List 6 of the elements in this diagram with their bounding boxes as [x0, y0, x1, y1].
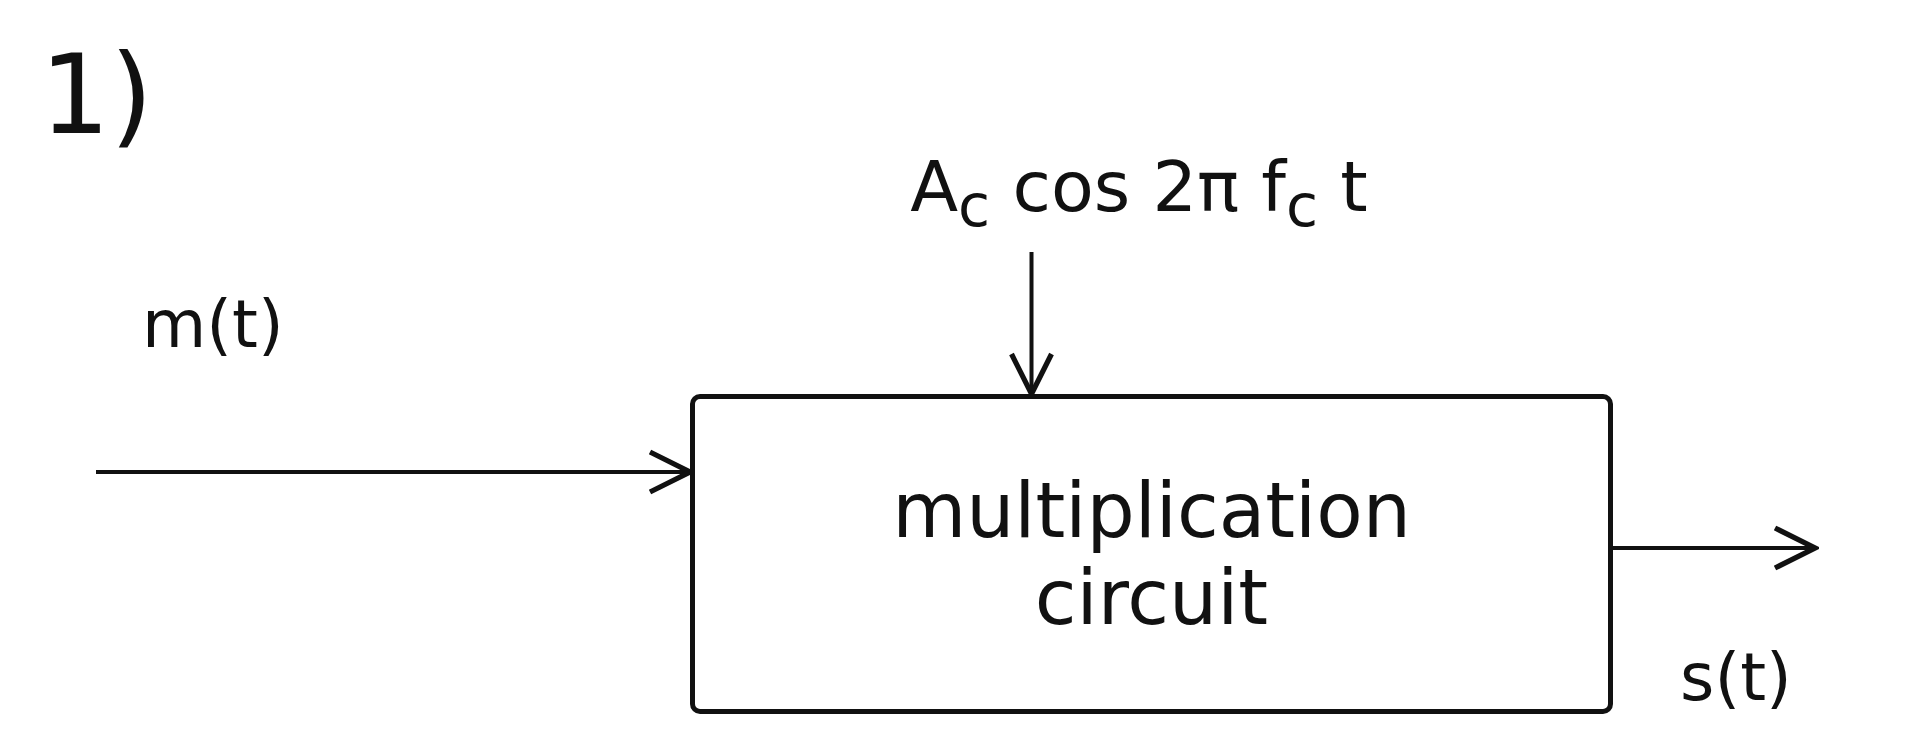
arrow [96, 449, 693, 495]
arrow [1008, 252, 1055, 397]
signal-text: A$_{c}$ cos 2π f$_{c}$ t [910, 146, 1368, 241]
arrow [1613, 525, 1818, 571]
process-box [690, 394, 1613, 714]
box-label: multiplication circuit [891, 466, 1412, 642]
